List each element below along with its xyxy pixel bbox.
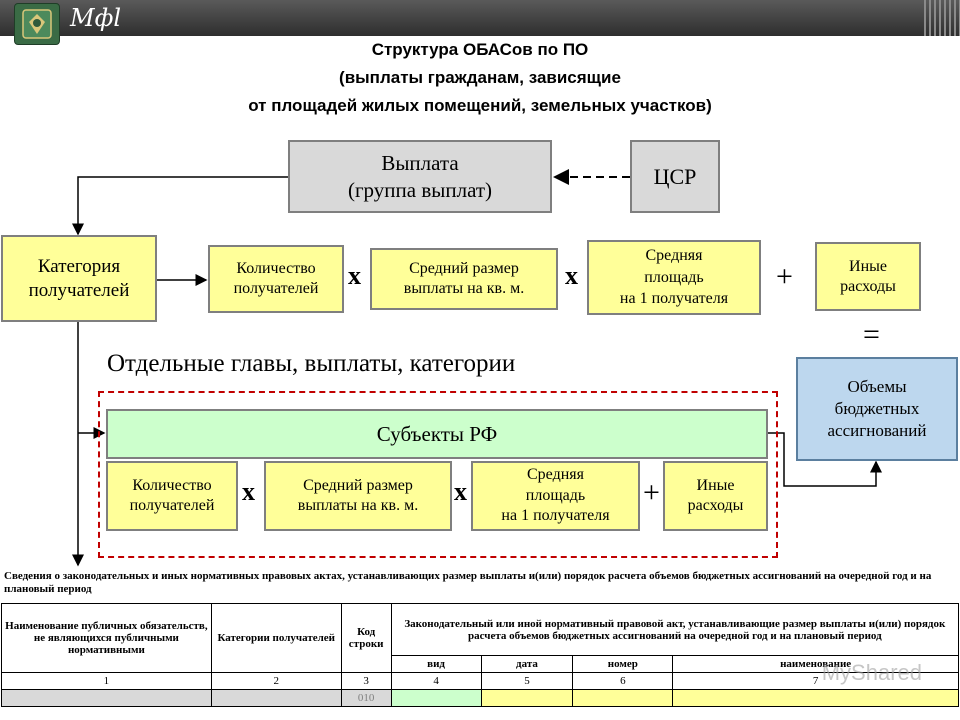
col-number: 1 bbox=[1, 672, 212, 690]
avg-area-box: Средняя площадь на 1 получателя bbox=[587, 240, 761, 315]
plus-sign: + bbox=[776, 260, 793, 293]
multiply-sign: х bbox=[348, 261, 361, 290]
subjects-other-box: Иные расходы bbox=[663, 461, 768, 531]
table-cell bbox=[672, 689, 959, 707]
col-number: 5 bbox=[480, 672, 574, 690]
title-line-2: (выплаты гражданам, зависящие bbox=[339, 68, 621, 87]
subjects-other-label-1: Иные bbox=[696, 477, 735, 494]
avg-area-label-1: Средняя bbox=[645, 247, 703, 265]
count-label-1: Количество bbox=[236, 260, 316, 277]
result-label-1: Объемы bbox=[847, 376, 907, 396]
emblem-logo-icon bbox=[14, 3, 60, 45]
avg-area-label-2: площадь bbox=[644, 268, 704, 286]
recipient-count-box: Количество получателей bbox=[208, 245, 344, 313]
table-cell bbox=[480, 689, 574, 707]
subjects-area-label-1: Средняя bbox=[527, 465, 584, 483]
subjects-area-label-3: на 1 получателя bbox=[501, 507, 610, 525]
category-label-2: получателей bbox=[28, 279, 130, 301]
subjects-avg-label-1: Средний размер bbox=[303, 477, 413, 494]
avg-payment-label-2: выплаты на кв. м. bbox=[403, 280, 525, 297]
subjects-area-label-2: площадь bbox=[525, 486, 586, 504]
col-number: 3 bbox=[340, 672, 392, 690]
result-label-3: ассигнований bbox=[827, 421, 927, 441]
other-label-1: Иные bbox=[849, 257, 887, 275]
count-label-2: получателей bbox=[233, 280, 319, 297]
subjects-avg-payment-box: Средний размер выплаты на кв. м. bbox=[264, 461, 452, 531]
col-header-categories: Категории получателей bbox=[210, 603, 342, 673]
avg-payment-label-1: Средний размер bbox=[409, 260, 519, 277]
other-expenses-box: Иные расходы bbox=[815, 242, 921, 311]
legal-acts-table: Наименование публичных обязательств, не … bbox=[1, 603, 960, 707]
budget-allocations-box: Объемы бюджетных ассигнований bbox=[796, 357, 958, 461]
logo-text: Мфl bbox=[70, 4, 122, 32]
section-heading: Отдельные главы, выплаты, категории bbox=[107, 350, 516, 377]
csr-box: ЦСР bbox=[630, 140, 720, 213]
result-label-2: бюджетных bbox=[834, 398, 920, 418]
watermark-text: MyShared bbox=[821, 660, 922, 685]
subjects-rf-label: Субъекты РФ bbox=[376, 421, 498, 446]
subjects-rf-box: Субъекты РФ bbox=[106, 409, 768, 459]
multiply-sign: х bbox=[454, 477, 467, 506]
col-number: 2 bbox=[210, 672, 342, 690]
subjects-count-label-1: Количество bbox=[132, 477, 212, 494]
payment-label: Выплата bbox=[381, 151, 459, 176]
other-label-2: расходы bbox=[840, 277, 896, 295]
subjects-other-label-2: расходы bbox=[687, 497, 744, 514]
subheader-type: вид bbox=[390, 655, 482, 673]
avg-payment-box: Средний размер выплаты на кв. м. bbox=[370, 248, 558, 310]
title-line-3: от площадей жилых помещений, земельных у… bbox=[248, 96, 712, 115]
avg-area-label-3: на 1 получателя bbox=[619, 290, 729, 308]
subheader-date: дата bbox=[480, 655, 574, 673]
subjects-avg-area-box: Средняя площадь на 1 получателя bbox=[471, 461, 640, 531]
equals-sign: = bbox=[863, 318, 880, 351]
payment-group-label: (группа выплат) bbox=[347, 177, 493, 202]
multiply-sign: х bbox=[242, 477, 255, 506]
subjects-avg-label-2: выплаты на кв. м. bbox=[297, 497, 419, 514]
subjects-count-label-2: получателей bbox=[129, 497, 215, 514]
table-cell bbox=[390, 689, 482, 707]
csr-label: ЦСР bbox=[653, 163, 697, 189]
subjects-count-box: Количество получателей bbox=[106, 461, 238, 531]
recipient-category-box: Категория получателей bbox=[1, 235, 157, 322]
col-number: 6 bbox=[572, 672, 674, 690]
subheader-number: номер bbox=[572, 655, 674, 673]
table-cell bbox=[210, 689, 342, 707]
table-cell bbox=[1, 689, 212, 707]
info-text: Сведения о законодательных и иных нормат… bbox=[4, 570, 932, 595]
top-bar: Мфl bbox=[0, 0, 960, 45]
table-cell bbox=[572, 689, 674, 707]
title-line-1: Структура ОБАСов по ПО bbox=[371, 40, 589, 59]
decorative-stripes bbox=[924, 0, 960, 36]
payment-group-box: Выплата (группа выплат) bbox=[288, 140, 552, 213]
regional-section-frame bbox=[98, 391, 778, 558]
col-number: 4 bbox=[390, 672, 482, 690]
col-header-obligations: Наименование публичных обязательств, не … bbox=[1, 603, 212, 673]
plus-sign: + bbox=[643, 476, 660, 509]
multiply-sign: х bbox=[565, 261, 578, 290]
col-header-legal-act: Законодательный или иной нормативный пра… bbox=[390, 603, 960, 656]
row-code-cell: 010 bbox=[340, 689, 392, 707]
col-header-code: Код строки bbox=[340, 603, 392, 673]
category-label-1: Категория bbox=[37, 255, 121, 277]
